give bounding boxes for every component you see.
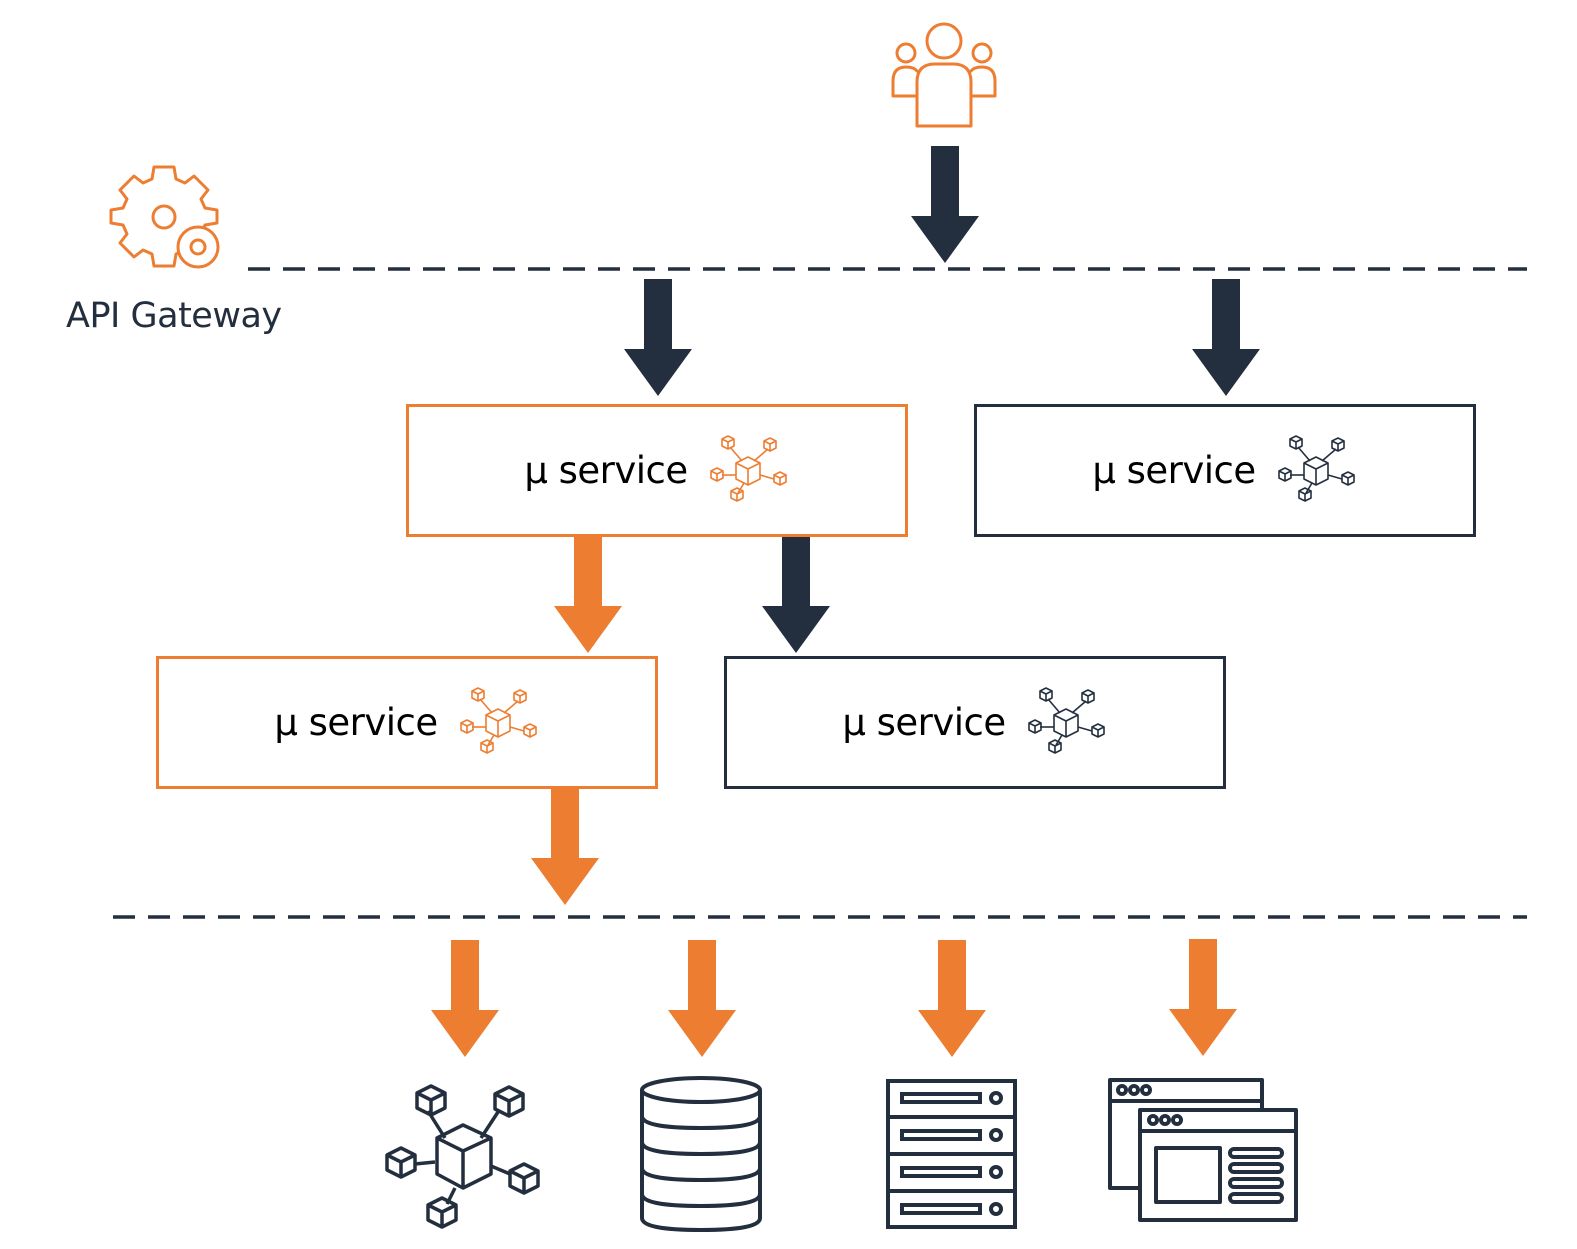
microservice-label: μ service — [1092, 449, 1256, 492]
arrow-to-resource-3 — [918, 940, 986, 1057]
arrow-to-resource-4 — [1169, 939, 1237, 1056]
microservice-label: μ service — [524, 449, 688, 492]
api-gateway-label: API Gateway — [66, 296, 282, 336]
arrow-gateway-to-service-2 — [1192, 279, 1260, 396]
users-icon — [891, 22, 997, 128]
microservice-box-3[interactable]: μ service — [156, 656, 658, 789]
arrow-service-1-to-service-4 — [762, 536, 830, 653]
arrow-to-resource-2 — [668, 940, 736, 1057]
microservice-box-4[interactable]: μ service — [724, 656, 1226, 789]
microservice-network-icon — [385, 1084, 540, 1229]
arrow-users-to-gateway — [911, 146, 979, 263]
database-icon — [640, 1076, 762, 1233]
microservice-label: μ service — [842, 701, 1006, 744]
gears-icon — [109, 165, 220, 269]
microservice-network-icon — [1277, 434, 1355, 502]
microservice-box-1[interactable]: μ service — [406, 404, 908, 537]
arrow-service-1-to-service-3 — [554, 536, 622, 653]
microservice-box-2[interactable]: μ service — [974, 404, 1476, 537]
arrow-to-resource-1 — [431, 940, 499, 1057]
microservice-network-icon — [1027, 686, 1105, 754]
microservice-network-icon — [459, 686, 537, 754]
browser-windows-icon — [1108, 1078, 1298, 1222]
microservice-label: μ service — [274, 701, 438, 744]
arrow-gateway-to-service-1 — [624, 279, 692, 396]
server-rack-icon — [886, 1079, 1017, 1229]
microservice-network-icon — [709, 434, 787, 502]
arrow-service-3-to-backend — [531, 788, 599, 905]
